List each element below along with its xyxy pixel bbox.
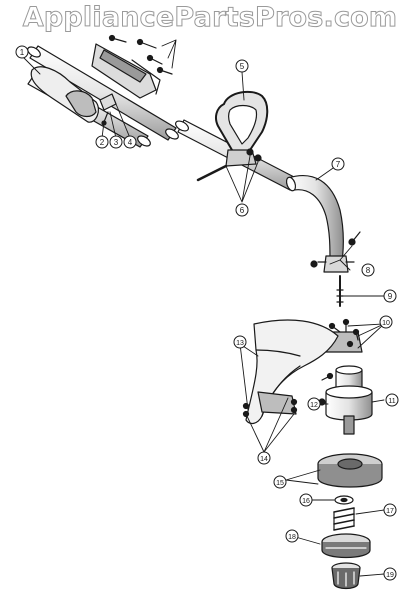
callout-19: 19 — [383, 567, 397, 581]
callout-16: 16 — [299, 493, 313, 507]
callout-4: 4 — [123, 135, 137, 149]
svg-text:1: 1 — [20, 48, 25, 57]
callout-3: 3 — [109, 135, 123, 149]
callout-6: 6 — [235, 203, 249, 217]
svg-text:8: 8 — [366, 266, 371, 275]
callout-15: 15 — [273, 475, 287, 489]
svg-text:13: 13 — [236, 340, 244, 347]
callout-8: 8 — [361, 263, 375, 277]
callout-10: 10 — [379, 315, 393, 329]
svg-text:15: 15 — [276, 480, 284, 487]
svg-text:12: 12 — [310, 402, 318, 409]
callout-13: 13 — [233, 335, 247, 349]
callout-7: 7 — [331, 157, 345, 171]
callout-9: 9 — [383, 289, 397, 303]
leader-lines — [21, 39, 385, 577]
svg-text:11: 11 — [388, 398, 395, 405]
callout-17: 17 — [383, 503, 397, 517]
svg-text:2: 2 — [100, 138, 105, 147]
svg-text:17: 17 — [386, 508, 394, 515]
callout-5: 5 — [235, 59, 249, 73]
curved-shaft — [285, 174, 361, 307]
svg-text:14: 14 — [260, 456, 268, 463]
svg-text:18: 18 — [288, 534, 296, 541]
svg-text:7: 7 — [336, 160, 341, 169]
gear-head — [318, 365, 373, 435]
callout-14: 14 — [257, 451, 271, 465]
svg-text:6: 6 — [240, 206, 245, 215]
callout-2: 2 — [95, 135, 109, 149]
svg-text:10: 10 — [382, 320, 390, 327]
callout-18: 18 — [285, 529, 299, 543]
svg-text:3: 3 — [114, 138, 119, 147]
callout-12: 12 — [307, 397, 321, 411]
upper-handle-assembly — [27, 34, 179, 148]
callout-1: 1 — [15, 45, 29, 59]
guard-assembly — [242, 319, 339, 425]
svg-text:19: 19 — [386, 572, 394, 579]
svg-text:4: 4 — [128, 138, 133, 147]
svg-text:16: 16 — [302, 498, 310, 505]
callouts: 1 2 3 4 5 6 7 8 9 10 11 12 13 14 15 16 1… — [15, 45, 399, 581]
svg-text:5: 5 — [240, 62, 245, 71]
callout-11: 11 — [385, 393, 399, 407]
svg-text:9: 9 — [388, 292, 393, 301]
loop-handle-assembly — [175, 90, 297, 191]
trimmer-head-parts — [317, 453, 383, 590]
